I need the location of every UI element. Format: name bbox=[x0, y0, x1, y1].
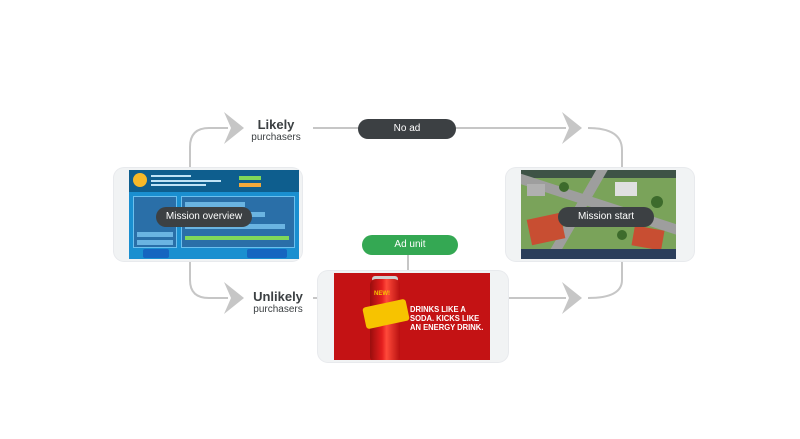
ad-tagline-line-2: SODA. KICKS LIKE bbox=[410, 314, 480, 323]
connector-left-down bbox=[189, 260, 228, 299]
phone-mission-overview: Mission overview bbox=[114, 168, 302, 261]
map-hud-bar bbox=[521, 249, 676, 259]
mission-start-pill: Mission start bbox=[558, 207, 654, 227]
likely-sub-label: purchasers bbox=[251, 132, 301, 143]
ad-tagline-line-3: AN ENERGY DRINK. bbox=[410, 323, 484, 332]
connector-right-up bbox=[587, 258, 623, 299]
likely-label: Likely bbox=[257, 117, 295, 132]
unlikely-label: Unlikely bbox=[253, 289, 303, 304]
unlikely-purchasers-label: Unlikely purchasers bbox=[246, 289, 310, 316]
connector-right-down bbox=[587, 127, 623, 170]
arrow-head-likely bbox=[224, 112, 244, 144]
no-ad-pill: No ad bbox=[358, 119, 456, 139]
arrow-head-unlikely bbox=[224, 282, 244, 314]
arrow-head-ad bbox=[562, 282, 582, 314]
ad-screen: NEW! DRINKS LIKE A SODA. KICKS LIKE AN E… bbox=[334, 273, 490, 360]
unlikely-sub-label: purchasers bbox=[253, 304, 303, 315]
phone-mission-start: Mission start bbox=[506, 168, 694, 261]
ad-unit-pill: Ad unit bbox=[362, 235, 458, 255]
game-button-right bbox=[247, 249, 287, 258]
mission-overview-pill: Mission overview bbox=[156, 207, 252, 227]
ad-tagline: DRINKS LIKE A SODA. KICKS LIKE AN ENERGY… bbox=[410, 305, 486, 332]
game-avatar-icon bbox=[133, 173, 147, 187]
game-button-left bbox=[143, 249, 169, 258]
phone-ad: NEW! DRINKS LIKE A SODA. KICKS LIKE AN E… bbox=[318, 271, 508, 362]
likely-purchasers-label: Likely purchasers bbox=[246, 117, 306, 144]
arrow-head-noad bbox=[562, 112, 582, 144]
ad-tagline-line-1: DRINKS LIKE A bbox=[410, 305, 466, 314]
ad-new-tag: NEW! bbox=[374, 291, 390, 297]
connector-left-up bbox=[189, 127, 228, 170]
